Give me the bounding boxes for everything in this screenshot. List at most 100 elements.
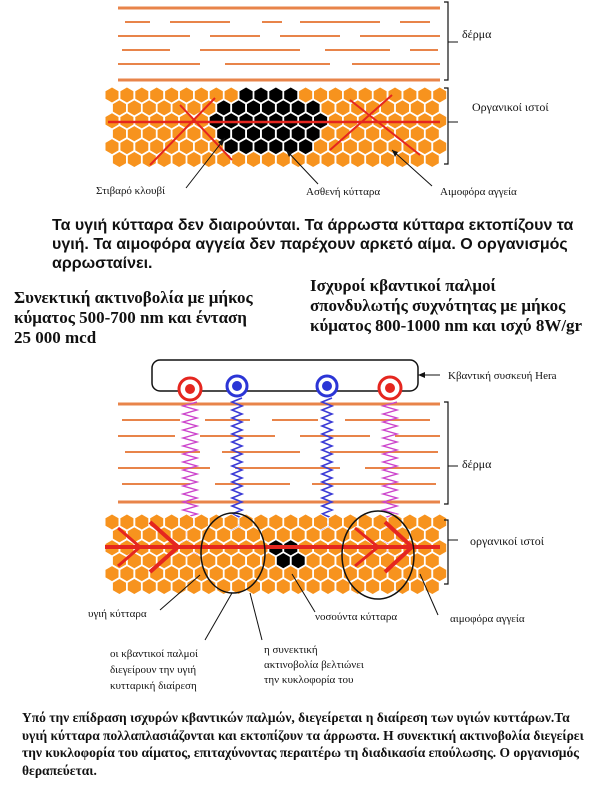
healthy-cell <box>305 578 321 595</box>
healthy-cell <box>320 526 336 544</box>
healthy-cell <box>231 552 246 570</box>
healthy-cell <box>424 125 440 143</box>
healthy-cell <box>335 578 351 595</box>
hera-device-label: Κβαντική συσκευή Hera <box>448 370 557 382</box>
healthy-cell <box>290 151 306 168</box>
sick-cells-label: νοσούντα κύτταρα <box>315 611 397 623</box>
healthy-cell <box>261 151 276 168</box>
bottom-blood-vessels <box>105 520 440 574</box>
healthy-cell <box>112 578 127 595</box>
healthy-cell <box>223 513 239 531</box>
pulse-description: Ισχυροί κβαντικοί παλμοί σπονδυλωτής συχ… <box>310 276 590 336</box>
healthy-cell <box>298 86 314 104</box>
healthy-cell <box>342 86 358 104</box>
healthy-cell <box>313 565 328 583</box>
healthy-cell <box>141 526 157 544</box>
healthy-cell <box>156 578 172 595</box>
healthy-cell <box>253 513 269 531</box>
healthy-cell <box>417 86 433 104</box>
healthy-cell <box>104 86 120 104</box>
healthy-cell <box>365 125 381 143</box>
healthy-cell <box>238 565 254 583</box>
healthy-cell <box>201 578 217 595</box>
healthy-cell <box>119 86 135 104</box>
healthy-cell <box>171 578 187 595</box>
laser-note-line2: ακτινοβολία βελτιώνει <box>264 659 364 671</box>
healthy-cell <box>432 86 448 104</box>
healthy-cell <box>409 526 425 544</box>
healthy-cell <box>186 125 202 143</box>
healthy-cell <box>298 513 314 531</box>
healthy-cell <box>216 151 232 168</box>
healthy-cell <box>432 513 448 531</box>
healthy-cell <box>409 578 425 595</box>
healthy-cell <box>424 526 440 544</box>
healthy-cell <box>320 578 336 595</box>
healthy-cells-label: υγιή κύτταρα <box>88 608 147 620</box>
pulses-note-line1: οι κβαντικοί παλμοί <box>110 648 198 660</box>
healthy-cell <box>186 99 202 117</box>
healthy-cell <box>350 125 366 143</box>
healthy-cell <box>231 151 246 168</box>
blue-emitter-right <box>315 374 339 398</box>
healthy-cell <box>246 552 261 570</box>
healthy-cell <box>350 151 366 168</box>
healthy-cell <box>417 565 433 583</box>
healthy-cell <box>164 138 179 156</box>
sick-cell <box>246 125 261 143</box>
healthy-cell <box>134 86 150 104</box>
healthy-cell <box>141 125 157 143</box>
rigid-cage-label: Στιβαρό κλουβί <box>96 185 165 197</box>
healthy-cell <box>313 86 328 104</box>
healthy-cell <box>141 99 157 117</box>
healthy-cell <box>320 552 336 570</box>
sick-cell <box>283 86 299 104</box>
healthy-cell <box>387 86 403 104</box>
healthy-cell <box>432 138 448 156</box>
pulse-effect-circle <box>341 510 415 600</box>
healthy-cell <box>328 86 343 104</box>
top-skin-brace <box>444 1 449 81</box>
laser-description: Συνεκτική ακτινοβολία με μήκος κύματος 5… <box>14 288 254 348</box>
beam-coil <box>319 397 335 539</box>
sick-cell <box>275 125 291 143</box>
sick-cell <box>275 552 291 570</box>
sick-cell <box>253 86 269 104</box>
top-vessels-label: Αιμοφόρα αγγεία <box>440 186 517 198</box>
healthy-cell <box>231 526 246 544</box>
healthy-cell <box>395 99 410 117</box>
healthy-cell <box>335 526 351 544</box>
healthy-cell <box>305 151 321 168</box>
pulses-note-line3: κυτταρική διαίρεση <box>110 680 197 692</box>
healthy-cell <box>208 565 224 583</box>
healthy-cell <box>156 151 172 168</box>
sick-cell <box>246 99 261 117</box>
healthy-cell <box>119 513 135 531</box>
healthy-cell <box>357 86 373 104</box>
sick-cell <box>253 138 269 156</box>
healthy-cell <box>335 99 351 117</box>
sick-cell <box>305 99 321 117</box>
sick-cell <box>216 125 232 143</box>
healthy-cell <box>320 151 336 168</box>
healthy-cell <box>186 578 202 595</box>
healthy-cell <box>156 99 172 117</box>
laser-note-line3: την κυκλοφορία του <box>264 674 354 686</box>
healthy-cell <box>186 552 202 570</box>
healthy-cell <box>313 513 328 531</box>
healthy-cell <box>432 565 448 583</box>
healthy-cell <box>112 99 127 117</box>
sick-cell <box>238 138 254 156</box>
healthy-cell <box>357 138 373 156</box>
sick-cell <box>216 99 232 117</box>
healthy-cell <box>328 513 343 531</box>
healthy-cell <box>342 138 358 156</box>
sick-cell <box>268 138 284 156</box>
healthy-cell <box>417 513 433 531</box>
healthy-cell <box>208 513 224 531</box>
top-skin-layer <box>118 6 440 82</box>
healthy-cell <box>164 86 179 104</box>
healthy-cell <box>283 513 299 531</box>
healthy-cell <box>119 565 135 583</box>
healthy-cell <box>186 151 202 168</box>
